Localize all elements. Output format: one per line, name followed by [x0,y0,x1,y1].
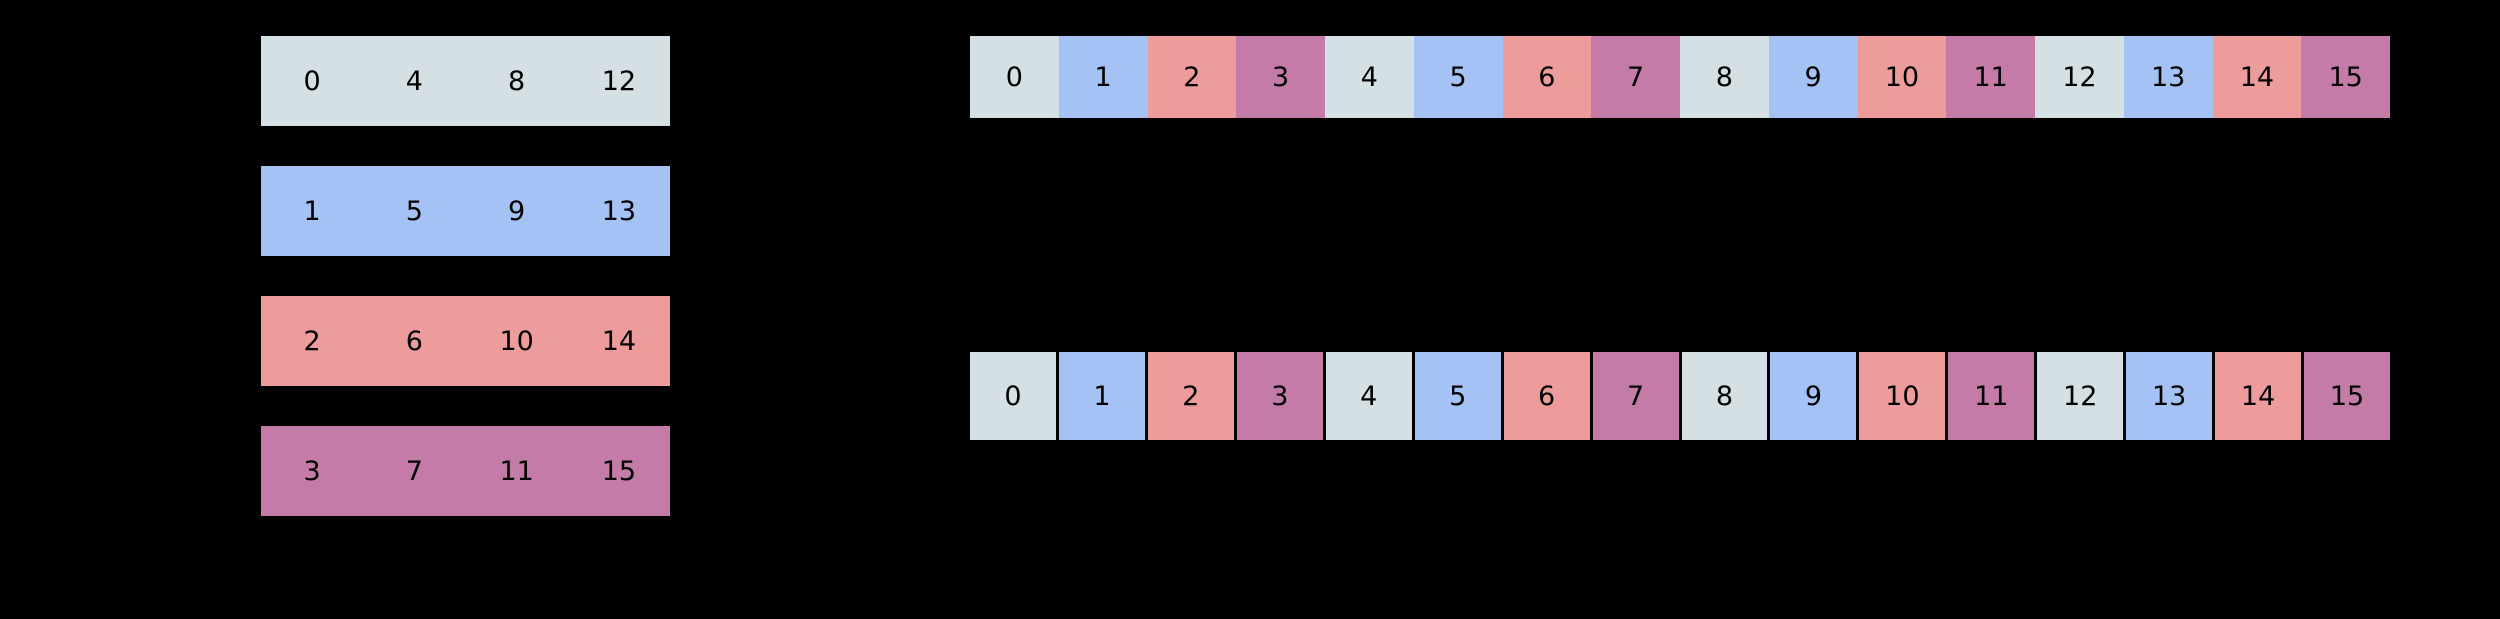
stride-cell-value: 1 [303,195,321,227]
index-cell: 10 [1857,36,1947,118]
index-cell: 1 [1058,36,1148,118]
stride-row-3: 3 7 11 15 [261,426,670,516]
index-cell: 7 [1592,352,1682,440]
index-cell: 2 [1147,36,1237,118]
index-cell: 6 [1502,36,1592,118]
stride-cell-value: 4 [405,65,423,97]
index-cell: 5 [1413,36,1503,118]
stride-cell-value: 10 [499,325,534,357]
stride-row-2: 2 6 10 14 [261,296,670,386]
stride-cell-value: 0 [303,65,321,97]
index-cell: 12 [2035,36,2124,118]
stride-cell-value: 2 [303,325,321,357]
index-cell: 1 [1058,352,1148,440]
index-cell: 13 [2126,352,2216,440]
stride-cell-value: 9 [508,195,526,227]
stride-cell-value: 15 [601,455,637,487]
index-cell: 9 [1770,352,1860,440]
index-cell: 14 [2212,36,2302,118]
index-cell: 3 [1236,352,1326,440]
stride-cell-value: 11 [499,455,534,487]
index-cell: 7 [1591,36,1680,118]
index-cell: 14 [2215,352,2305,440]
index-cell: 4 [1325,352,1415,440]
stride-row-0: 0 4 8 12 [261,36,670,126]
index-cell: 6 [1503,352,1593,440]
index-cell: 3 [1236,36,1325,118]
stride-cell-value: 14 [601,325,637,357]
index-cell: 15 [2304,352,2390,440]
stride-cell-value: 7 [405,455,423,487]
index-cell: 8 [1680,36,1769,118]
index-cell: 10 [1859,352,1949,440]
index-cell: 11 [1946,36,2035,118]
index-cell: 15 [2301,36,2390,118]
index-cell: 0 [970,352,1059,440]
stride-cell-value: 8 [508,65,526,97]
stride-cell-value: 12 [601,65,637,97]
index-cell: 13 [2123,36,2213,118]
stride-cell-value: 6 [405,325,423,357]
stride-cell-value: 3 [303,455,321,487]
index-cell: 5 [1414,352,1504,440]
index-cell: 11 [1948,352,2038,440]
index-cell: 12 [2037,352,2127,440]
index-cell: 8 [1681,352,1771,440]
stride-row-1: 1 5 9 13 [261,166,670,256]
stride-cell-value: 13 [601,195,637,227]
index-cell: 0 [970,36,1059,118]
stride-cell-value: 5 [405,195,423,227]
index-cell: 4 [1325,36,1414,118]
index-cell: 9 [1768,36,1858,118]
index-cell: 2 [1147,352,1237,440]
